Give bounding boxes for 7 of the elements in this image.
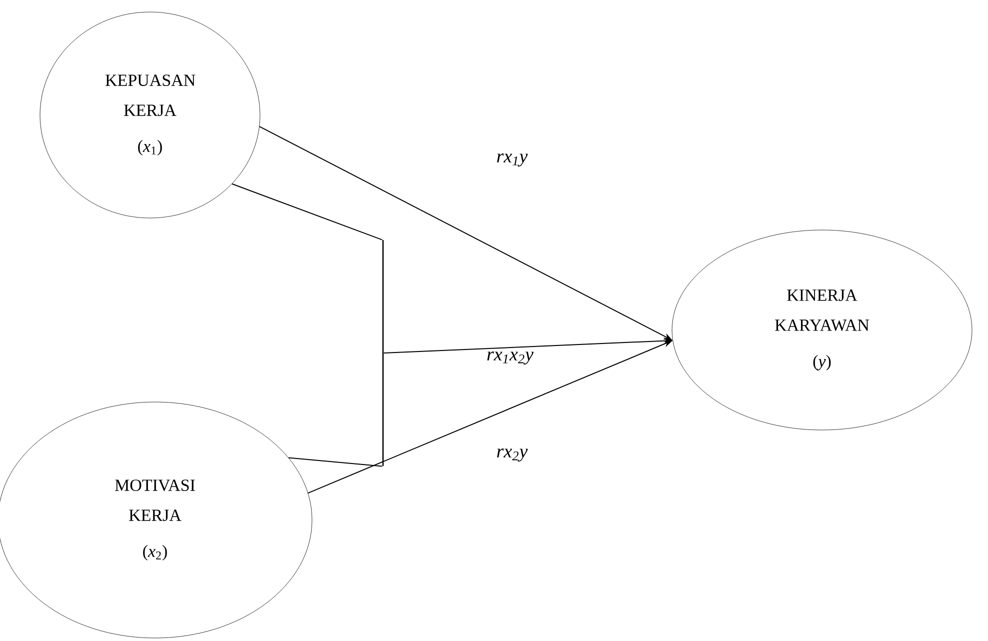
connector-line [232,183,383,240]
connector-line [288,457,383,467]
edge-label: rx$_{1}$y [495,152,529,168]
edge-label: rx$_{1}$x$_{2}$y [486,350,534,366]
ellipse-node: KINERJA KARYAWAN (y) [672,230,972,430]
edge-label: rx$_{2}$y [495,447,529,463]
ellipse-node: KEPUASAN KERJA (x$_{1}$) [40,12,260,218]
